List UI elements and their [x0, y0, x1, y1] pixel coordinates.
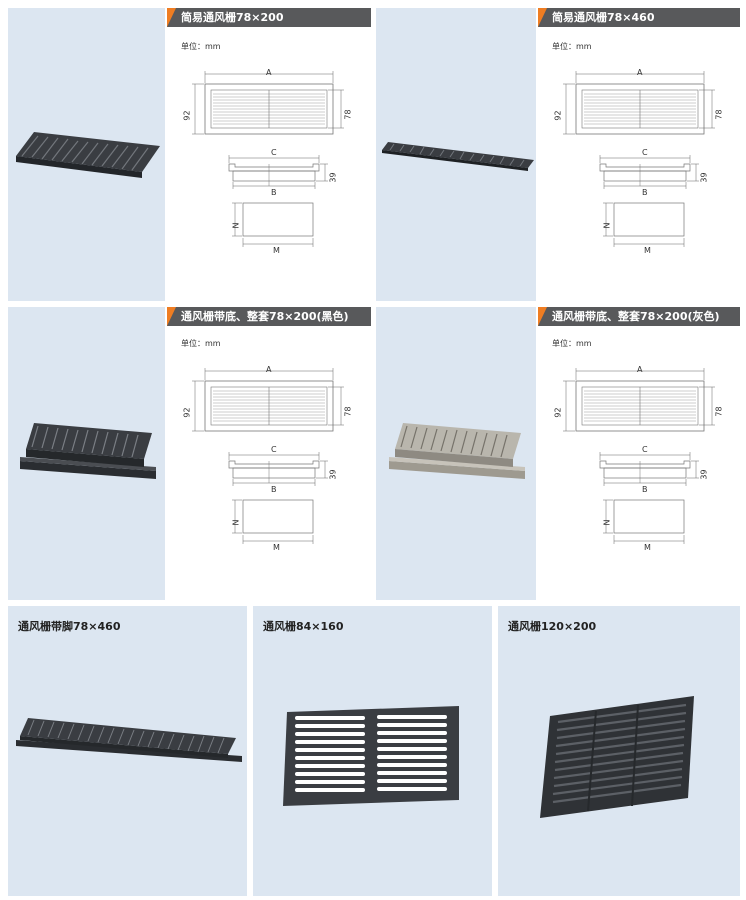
product-photo-area	[8, 8, 165, 301]
dim-label-39: 39	[699, 469, 709, 480]
dim-label-b: B	[642, 188, 648, 197]
accent-triangle	[538, 8, 547, 27]
dim-label-n: N	[231, 222, 241, 229]
dim-label-m: M	[273, 246, 280, 255]
drawing-area: 简易通风栅78×200 单位：mm A 92 78 C 39 B N M	[165, 8, 371, 301]
bottom-panel-1: 通风栅带脚78×460	[8, 606, 247, 896]
dim-label-92: 92	[182, 110, 192, 121]
grate-image	[540, 696, 694, 818]
bottom-title: 通风栅带脚78×460	[18, 620, 121, 633]
dim-label-n: N	[231, 519, 241, 526]
grate-image	[283, 706, 459, 806]
drawing-area: 通风栅带底、整套78×200(黑色) 单位：mm A 92 78 C 39 B …	[165, 307, 371, 600]
technical-drawing	[191, 70, 345, 248]
panel-title-bar: 通风栅带底、整套78×200(灰色)	[538, 307, 740, 326]
dim-label-c: C	[642, 148, 648, 157]
product-photo-area	[376, 8, 536, 301]
dim-label-m: M	[644, 246, 651, 255]
panel-title-bar: 简易通风栅78×200	[167, 8, 371, 27]
panel-title: 通风栅带底、整套78×200(黑色)	[181, 310, 349, 323]
dim-label-78: 78	[343, 406, 353, 417]
bottom-panel-2: 通风栅84×160	[253, 606, 492, 896]
product-panel-4: 通风栅带底、整套78×200(灰色) 单位：mm A 92 78 C 39 B …	[376, 307, 740, 600]
bottom-title: 通风栅120×200	[508, 620, 597, 633]
dim-label-b: B	[271, 485, 277, 494]
dim-label-n: N	[602, 519, 612, 526]
dim-label-78: 78	[714, 406, 724, 417]
panel-title-bar: 简易通风栅78×460	[538, 8, 740, 27]
unit-label: 单位：mm	[552, 42, 592, 51]
dim-label-78: 78	[343, 109, 353, 120]
panel-title-bar: 通风栅带底、整套78×200(黑色)	[167, 307, 371, 326]
product-photo-area	[376, 307, 536, 600]
grate-image	[16, 718, 242, 762]
dim-label-c: C	[271, 148, 277, 157]
dim-label-92: 92	[182, 407, 192, 418]
dim-label-c: C	[271, 445, 277, 454]
dim-label-a: A	[637, 365, 643, 374]
grate-image	[16, 132, 160, 178]
drawing-area: 通风栅带底、整套78×200(灰色) 单位：mm A 92 78 C 39 B …	[536, 307, 740, 600]
grate-image	[382, 142, 534, 171]
grate-image	[389, 423, 525, 479]
bottom-panel-3: 通风栅120×200	[498, 606, 740, 896]
grate-image	[20, 423, 156, 479]
drawing-area: 简易通风栅78×460 单位：mm A 92 78 C 39 B N M	[536, 8, 740, 301]
product-panel-2: 简易通风栅78×460 单位：mm A 92 78 C 39 B N M	[376, 8, 740, 301]
product-panel-3: 通风栅带底、整套78×200(黑色) 单位：mm A 92 78 C 39 B …	[8, 307, 371, 600]
unit-label: 单位：mm	[552, 339, 592, 348]
panel-title: 简易通风栅78×200	[181, 11, 284, 24]
product-photo-area	[8, 307, 165, 600]
product-panel-1: 简易通风栅78×200 单位：mm A 92 78 C 39 B N M	[8, 8, 371, 301]
dim-label-39: 39	[699, 172, 709, 183]
dim-label-m: M	[273, 543, 280, 552]
dim-label-39: 39	[328, 172, 338, 183]
technical-drawing	[191, 367, 345, 545]
bottom-title: 通风栅84×160	[263, 620, 344, 633]
accent-triangle	[167, 307, 176, 326]
technical-drawing	[562, 70, 716, 248]
panel-title: 简易通风栅78×460	[552, 11, 655, 24]
dim-label-n: N	[602, 222, 612, 229]
accent-triangle	[538, 307, 547, 326]
dim-label-b: B	[271, 188, 277, 197]
dim-label-a: A	[266, 365, 272, 374]
panel-title: 通风栅带底、整套78×200(灰色)	[552, 310, 720, 323]
dim-label-39: 39	[328, 469, 338, 480]
technical-drawing	[562, 367, 716, 545]
dim-label-c: C	[642, 445, 648, 454]
dim-label-a: A	[266, 68, 272, 77]
dim-label-b: B	[642, 485, 648, 494]
dim-label-m: M	[644, 543, 651, 552]
unit-label: 单位：mm	[181, 339, 221, 348]
unit-label: 单位：mm	[181, 42, 221, 51]
accent-triangle	[167, 8, 176, 27]
dim-label-78: 78	[714, 109, 724, 120]
dim-label-92: 92	[553, 110, 563, 121]
dim-label-a: A	[637, 68, 643, 77]
dim-label-92: 92	[553, 407, 563, 418]
